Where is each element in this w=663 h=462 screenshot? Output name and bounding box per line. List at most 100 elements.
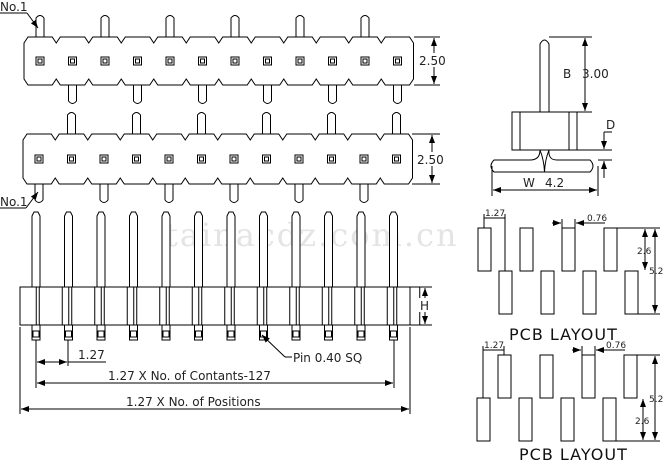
pin-square bbox=[132, 154, 141, 164]
pin-tail bbox=[360, 15, 370, 37]
side-view: B 3.00 D W 4.2 bbox=[490, 36, 615, 196]
b-label: B bbox=[563, 67, 571, 81]
top-views bbox=[22, 15, 414, 203]
pin-square bbox=[100, 56, 110, 66]
pin-square-inner bbox=[199, 156, 204, 162]
w-value: 4.2 bbox=[545, 176, 564, 190]
pin-square-inner bbox=[166, 156, 172, 162]
b-value: 3.00 bbox=[582, 67, 609, 81]
pin1-label-top: No.1 bbox=[0, 0, 28, 14]
pin-tail bbox=[132, 112, 141, 134]
pin-square-inner bbox=[231, 156, 237, 162]
pin-square bbox=[263, 56, 272, 66]
pin-size-label: Pin 0.40 SQ bbox=[293, 351, 362, 365]
pin-square-inner bbox=[265, 58, 270, 64]
pitch-label: 1.27 bbox=[78, 348, 105, 362]
pin-tail bbox=[324, 324, 333, 341]
pin bbox=[389, 211, 398, 287]
pcb-pad bbox=[540, 270, 555, 315]
pin-square bbox=[292, 330, 300, 338]
pin-tail bbox=[34, 184, 44, 203]
pin-tail bbox=[294, 184, 304, 203]
pin-tail bbox=[263, 85, 272, 104]
pcb-pad bbox=[518, 397, 533, 442]
pcb2-pad-width: 0.76 bbox=[606, 341, 626, 351]
pin-square bbox=[35, 56, 45, 66]
pin-tail bbox=[356, 324, 366, 341]
pin-tail bbox=[291, 324, 301, 341]
pin-square-inner bbox=[200, 58, 205, 64]
front-view bbox=[19, 211, 421, 341]
pin bbox=[194, 211, 203, 287]
height-label: H bbox=[420, 299, 429, 313]
pin-square bbox=[327, 154, 336, 164]
pin-square-inner bbox=[37, 58, 43, 64]
pin-tail bbox=[328, 85, 337, 104]
w-label: W bbox=[523, 176, 535, 190]
pin bbox=[324, 211, 333, 287]
pin-square-inner bbox=[135, 58, 140, 64]
pin-tail bbox=[68, 85, 77, 104]
pin bbox=[64, 211, 73, 287]
pin-square-inner bbox=[232, 58, 238, 64]
pin-tail bbox=[229, 184, 239, 203]
d-label: D bbox=[606, 118, 615, 132]
pin bbox=[356, 211, 366, 287]
pin-tail bbox=[197, 112, 206, 134]
pin-tail bbox=[194, 324, 203, 341]
pin-tail bbox=[161, 324, 171, 341]
pin-square bbox=[390, 330, 397, 338]
pin-tail bbox=[327, 112, 336, 134]
pcb2-pitch: 1.27 bbox=[484, 341, 504, 351]
pin-square bbox=[32, 330, 40, 338]
pcb-pad bbox=[539, 354, 554, 399]
pin-square bbox=[392, 154, 401, 164]
pin-square bbox=[197, 154, 206, 164]
pin-square-inner bbox=[36, 156, 42, 162]
pin-square-inner bbox=[101, 156, 107, 162]
pin-tail bbox=[67, 112, 76, 134]
pin-square bbox=[262, 154, 271, 164]
pin-square-inner bbox=[394, 156, 399, 162]
pin-square bbox=[195, 330, 202, 338]
pin-square bbox=[230, 56, 240, 66]
header-body bbox=[22, 133, 413, 185]
pcb2-title: PCB LAYOUT bbox=[519, 445, 628, 462]
pin-square-inner bbox=[264, 156, 269, 162]
pin-square-inner bbox=[362, 58, 368, 64]
pin-square bbox=[162, 330, 170, 338]
pin-tail bbox=[393, 85, 402, 104]
height-dim-top: 2.50 bbox=[419, 54, 446, 68]
height-dim-bottom: 2.50 bbox=[417, 153, 444, 167]
pin-square bbox=[67, 154, 76, 164]
pcb-pad bbox=[560, 397, 575, 442]
pcb-pad bbox=[477, 227, 492, 272]
pin-square bbox=[295, 56, 305, 66]
pin-square-inner bbox=[70, 58, 75, 64]
pcb-pad bbox=[581, 354, 596, 399]
pcb-pad bbox=[497, 354, 512, 399]
pin-tail bbox=[99, 184, 109, 203]
pcb-pad bbox=[582, 270, 597, 315]
pcb-layout-2: 1.27 0.76 5.2 2.6 PCB LAYOUT bbox=[476, 341, 663, 462]
pin-square bbox=[328, 56, 337, 66]
pin-tail bbox=[129, 324, 138, 341]
pin-square-inner bbox=[361, 156, 367, 162]
pin-square bbox=[393, 56, 402, 66]
pin-tail bbox=[262, 112, 271, 134]
pin-square bbox=[34, 154, 44, 164]
pin bbox=[96, 211, 106, 287]
pcb-pad bbox=[561, 227, 576, 272]
positions-length-label: 1.27 X No. of Positions bbox=[126, 395, 261, 409]
contacts-length-label: 1.27 X No. of Contants-127 bbox=[108, 369, 271, 383]
pcb1-pad-width: 0.76 bbox=[587, 214, 607, 224]
pin-square bbox=[99, 154, 109, 164]
pcb2-total: 5.2 bbox=[649, 395, 663, 405]
pin bbox=[161, 211, 171, 287]
pin-square bbox=[359, 154, 369, 164]
pin-square bbox=[294, 154, 304, 164]
pcb1-title: PCB LAYOUT bbox=[509, 325, 618, 344]
pin-square bbox=[164, 154, 174, 164]
pcb-pad bbox=[476, 397, 491, 442]
